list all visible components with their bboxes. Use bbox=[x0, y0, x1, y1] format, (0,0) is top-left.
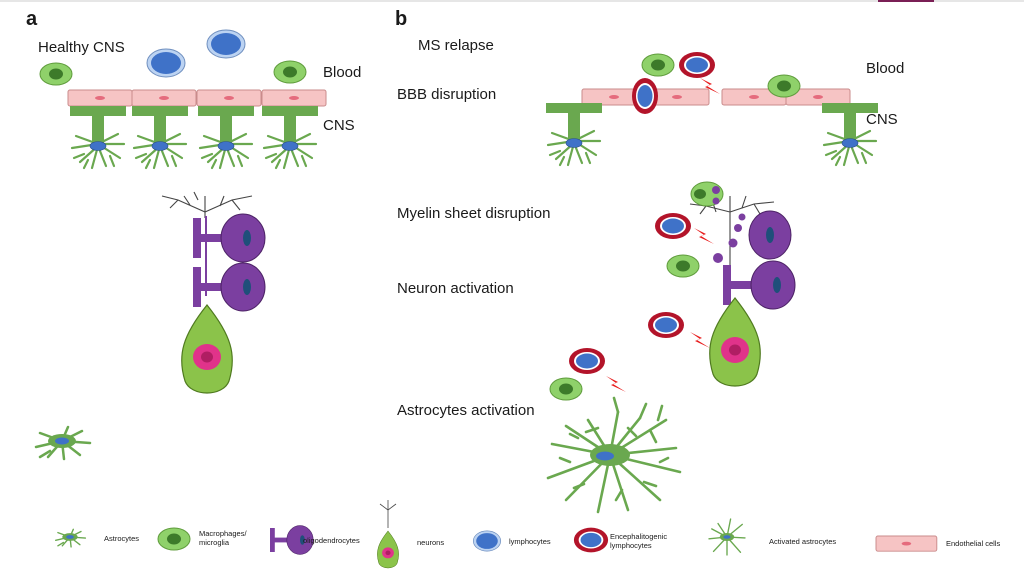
macrophage-cell bbox=[549, 377, 583, 401]
legend-label: neurons bbox=[417, 538, 444, 547]
lymphocyte-cell bbox=[146, 48, 186, 78]
legend-label: Macrophages/microglia bbox=[199, 529, 247, 547]
step-bbb-disruption: BBB disruption bbox=[397, 86, 496, 103]
panel-a-cns-label: CNS bbox=[323, 117, 355, 134]
panel-a-endothelium bbox=[67, 89, 327, 107]
legend-label: Endothelial cells bbox=[946, 539, 1000, 548]
legend-label-line: Macrophages/ bbox=[199, 529, 247, 538]
astrocyte-cell bbox=[260, 104, 320, 170]
endothelial-cell bbox=[196, 89, 262, 107]
panel-a-astrocytes bbox=[68, 104, 320, 170]
macrophage-cell bbox=[666, 254, 700, 278]
top-border bbox=[0, 0, 1024, 2]
macrophage-cell bbox=[641, 53, 675, 77]
panel-a-title: Healthy CNS bbox=[38, 39, 125, 56]
activated-astrocyte-cell bbox=[546, 396, 682, 514]
astrocyte-cell bbox=[820, 101, 880, 167]
macrophage-cell bbox=[767, 74, 801, 98]
neuron-cell bbox=[709, 297, 761, 387]
damage-spark bbox=[690, 332, 710, 348]
panel-a-letter: a bbox=[26, 8, 38, 30]
legend-item-neurons: neurons bbox=[377, 500, 444, 569]
step-neuron-activation: Neuron activation bbox=[397, 280, 514, 297]
macrophage-cell bbox=[273, 60, 307, 84]
legend-label: Activated astrocytes bbox=[769, 537, 836, 546]
damage-spark bbox=[694, 228, 714, 244]
legend: Astrocytes Macrophages/microglia oligode… bbox=[55, 500, 1000, 569]
myelin-debris bbox=[713, 213, 746, 263]
accent-bar bbox=[878, 0, 934, 2]
panel-b-title: MS relapse bbox=[418, 37, 494, 54]
panel-b-cns-label: CNS bbox=[866, 111, 898, 128]
step-astrocytes-activation: Astrocytes activation bbox=[397, 402, 535, 419]
astrocyte-cell bbox=[130, 104, 190, 170]
encephalitogenic-lymphocyte-cell bbox=[648, 312, 684, 338]
endothelial-cell bbox=[131, 89, 197, 107]
oligodendrocyte-cell bbox=[192, 262, 266, 312]
oligodendrocyte-cell bbox=[192, 213, 266, 263]
astrocyte-cell bbox=[68, 104, 128, 170]
panel-a-neuron-dendrites bbox=[161, 191, 253, 218]
encephalitogenic-lymphocyte-cell bbox=[569, 348, 605, 374]
legend-item-oligodendrocytes: oligodendrocytes bbox=[269, 525, 360, 555]
encephalitogenic-lymphocyte-cell bbox=[679, 52, 715, 78]
macrophage-cell bbox=[39, 62, 73, 86]
astrocyte-cell bbox=[34, 425, 92, 461]
step-myelin-disruption: Myelin sheet disruption bbox=[397, 205, 550, 222]
lymphocyte-cell bbox=[206, 29, 246, 59]
astrocyte-cell bbox=[196, 104, 256, 170]
encephalitogenic-lymphocyte-cell bbox=[632, 78, 658, 114]
legend-item-astrocytes: Astrocytes bbox=[55, 528, 139, 548]
legend-item-activated-astrocytes: Activated astrocytes bbox=[708, 518, 836, 556]
legend-label: lymphocytes bbox=[509, 537, 551, 546]
legend-label-line: microglia bbox=[199, 538, 230, 547]
endothelial-cell bbox=[261, 89, 327, 107]
legend-label-line: Encephalitogenic bbox=[610, 532, 667, 541]
panel-b-letter: b bbox=[395, 8, 407, 30]
panel-b-endothelium bbox=[581, 88, 851, 106]
legend-item-endothelial: Endothelial cells bbox=[875, 535, 1000, 552]
panel-b-blood-label: Blood bbox=[866, 60, 904, 77]
astrocyte-cell bbox=[544, 101, 604, 167]
oligodendrocyte-cell bbox=[748, 210, 792, 260]
legend-label-line: lymphocytes bbox=[610, 541, 652, 550]
legend-label: Astrocytes bbox=[104, 534, 139, 543]
panel-a-blood-label: Blood bbox=[323, 64, 361, 81]
axon bbox=[205, 216, 207, 296]
damage-spark bbox=[606, 376, 626, 392]
macrophage-icon bbox=[157, 527, 191, 551]
damaged-oligodendrocyte bbox=[690, 181, 724, 207]
encephalitogenic-lymphocyte-cell bbox=[655, 213, 691, 239]
legend-item-macrophages: Macrophages/microglia bbox=[157, 527, 247, 551]
neuron-cell bbox=[181, 304, 233, 394]
legend-item-lymphocytes: lymphocytes bbox=[472, 530, 551, 552]
endothelial-cell bbox=[67, 89, 133, 107]
legend-label: oligodendrocytes bbox=[303, 536, 360, 545]
